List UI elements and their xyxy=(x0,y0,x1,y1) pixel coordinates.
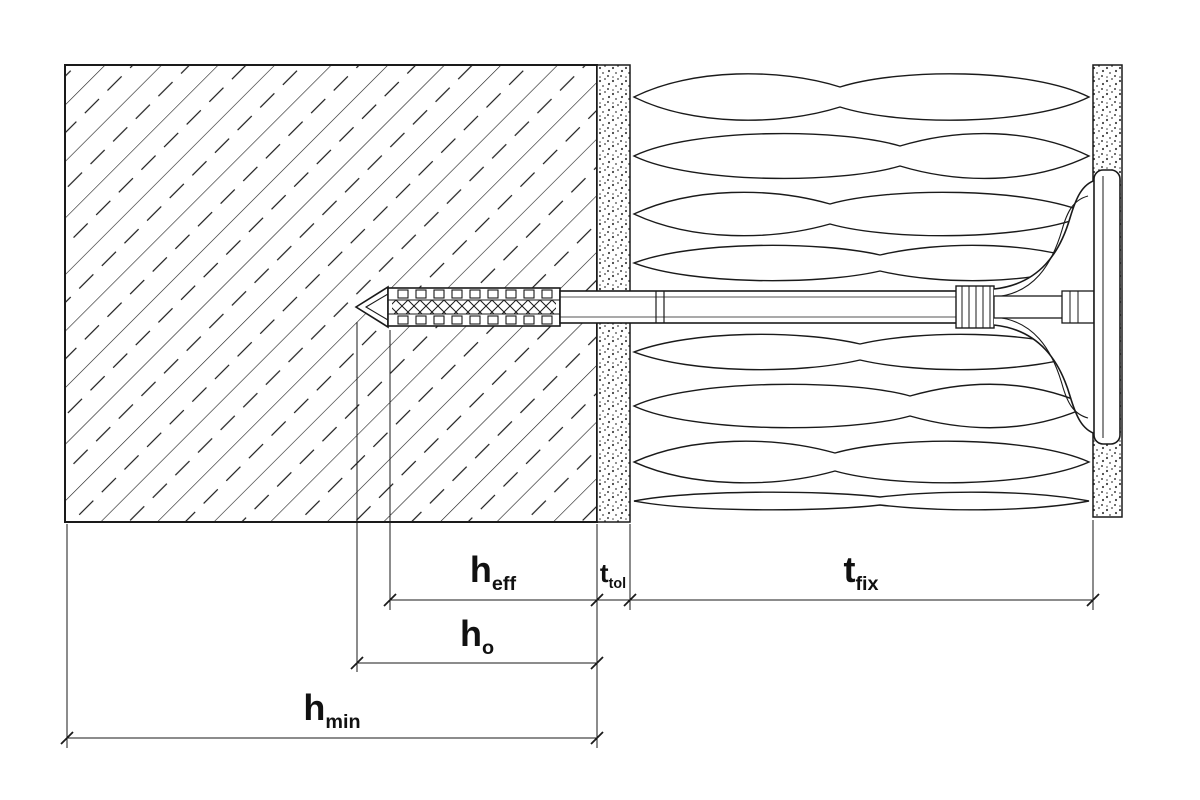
anchor-shaft xyxy=(559,290,959,324)
anchor-pin xyxy=(993,290,1095,324)
expansion-sleeve xyxy=(387,287,561,327)
label-h-o-base: h xyxy=(459,613,482,654)
label-h-eff: heff xyxy=(470,552,516,595)
label-h-o-sub: o xyxy=(481,637,495,660)
label-h-min: hmin xyxy=(303,690,360,733)
insulation-strand xyxy=(632,191,1091,237)
label-t-fix-base: t xyxy=(843,549,856,590)
label-h-min-base: h xyxy=(303,687,326,728)
insulation-strand xyxy=(632,73,1091,121)
insulation-strand xyxy=(632,333,1091,371)
label-t-tol: ttol xyxy=(600,560,626,591)
label-h-eff-sub: eff xyxy=(491,573,517,596)
insulation-strand xyxy=(632,383,1091,429)
dimension-ticks xyxy=(60,593,1100,745)
label-h-o: ho xyxy=(460,616,494,659)
label-h-eff-base: h xyxy=(469,549,492,590)
insulation-strand xyxy=(632,440,1091,484)
insulation-anchor xyxy=(354,169,1121,445)
anchor-collar-ribs xyxy=(955,285,995,329)
insulation-strand xyxy=(633,491,1090,511)
insulation-strand xyxy=(632,132,1091,180)
label-t-tol-base: t xyxy=(599,558,609,588)
label-h-min-sub: min xyxy=(325,711,361,734)
label-t-fix-sub: fix xyxy=(855,573,879,596)
insulation-strand xyxy=(632,244,1091,282)
anchor-plate-disc xyxy=(1093,169,1121,445)
label-t-fix: tfix xyxy=(843,552,878,595)
dimensioning xyxy=(60,322,1100,748)
label-t-tol-sub: tol xyxy=(608,576,627,593)
